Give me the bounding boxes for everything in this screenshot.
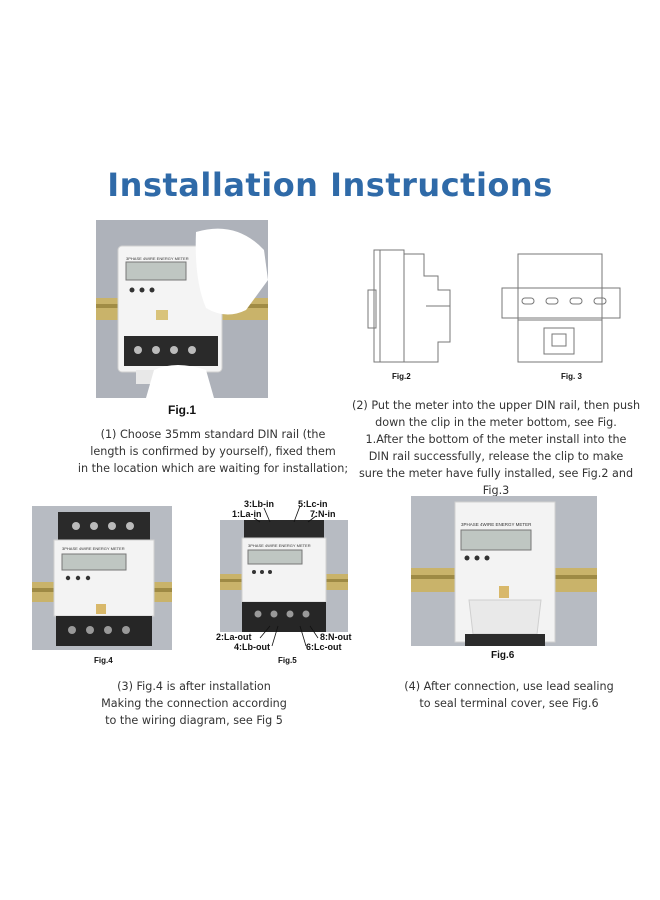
step2-line: down the clip in the meter bottom, see F…: [375, 416, 617, 429]
fig5-wiring-labels: 3:Lb-in 1:La-in 5:Lc-in 7:N-in 2:La-out …: [216, 496, 370, 666]
fig5-label: Fig.5: [278, 656, 297, 665]
wire-label-lb-in: 3:Lb-in: [244, 499, 274, 509]
wire-label-la-out: 2:La-out: [216, 632, 252, 642]
step3-line: to the wiring diagram, see Fig 5: [105, 714, 283, 727]
fig1-meter-model: 3PHASE 4WIRE ENERGY METER: [126, 256, 189, 261]
step2-line: (2) Put the meter into the upper DIN rai…: [351, 399, 641, 412]
step4-line: (4) After connection, use lead sealing: [404, 680, 614, 693]
fig3-drawing: [500, 250, 622, 368]
step3-line: Making the connection according: [101, 697, 287, 710]
step3-line: (3) Fig.4 is after installation: [117, 680, 271, 693]
step2-text: (2) Put the meter into the upper DIN rai…: [346, 397, 646, 499]
step2-line: 1.After the bottom of the meter install …: [365, 433, 627, 446]
fig4-photo: 3PHASE 4WIRE ENERGY METER: [32, 506, 172, 650]
fig1-photo: 3PHASE 4WIRE ENERGY METER: [96, 220, 268, 398]
fig5-leader-lines: [253, 505, 319, 647]
step1-line: (1) Choose 35mm standard DIN rail (the: [100, 428, 326, 441]
fig2-drawing: [366, 246, 462, 370]
step4-line: to seal terminal cover, see Fig.6: [419, 697, 599, 710]
fig6-meter-model: 3PHASE 4WIRE ENERGY METER: [461, 522, 532, 527]
fig2-label: Fig.2: [392, 372, 411, 381]
wire-label-lc-in: 5:Lc-in: [298, 499, 328, 509]
step2-line: sure the meter have fully installed, see…: [358, 467, 634, 497]
fig4-label: Fig.4: [94, 656, 113, 665]
step2-line: DIN rail successfully, release the clip …: [368, 450, 624, 463]
step4-text: (4) After connection, use lead sealing t…: [384, 678, 634, 712]
step3-text: (3) Fig.4 is after installation Making t…: [64, 678, 324, 729]
fig4-meter-model: 3PHASE 4WIRE ENERGY METER: [62, 546, 125, 551]
wire-label-n-out: 8:N-out: [320, 632, 352, 642]
wire-label-n-in: 7:N-in: [310, 509, 336, 519]
step1-text: (1) Choose 35mm standard DIN rail (the l…: [68, 426, 358, 477]
fig6-photo: 3PHASE 4WIRE ENERGY METER: [411, 496, 597, 646]
wire-label-la-in: 1:La-in: [232, 509, 262, 519]
fig3-label: Fig. 3: [561, 372, 582, 381]
fig6-label: Fig.6: [491, 650, 515, 661]
page-title: Installation Instructions: [107, 166, 553, 204]
step1-line: in the location which are waiting for in…: [77, 462, 349, 475]
step1-line: length is confirmed by yourself), fixed …: [90, 445, 336, 458]
fig5-meter-model: 3PHASE 4WIRE ENERGY METER: [248, 543, 311, 548]
fig5-photo: 3PHASE 4WIRE ENERGY METER: [220, 520, 348, 632]
wire-label-lc-out: 6:Lc-out: [306, 642, 342, 652]
wire-label-lb-out: 4:Lb-out: [234, 642, 270, 652]
fig1-label: Fig.1: [168, 403, 197, 417]
